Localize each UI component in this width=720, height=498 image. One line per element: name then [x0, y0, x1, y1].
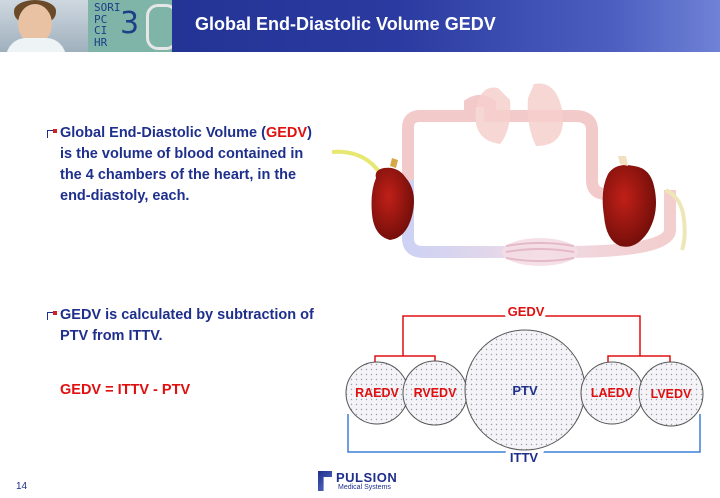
bullet-line: GEDV is calculated by subtraction of: [60, 307, 314, 323]
lvedv-circle: [638, 361, 704, 427]
circulation-illustration: [331, 83, 687, 266]
bullet-line: PTV from ITTV.: [60, 328, 163, 344]
slide-title: Global End-Diastolic Volume GEDV: [195, 14, 496, 34]
monitor-number: 3: [120, 6, 140, 41]
bullet-line: is the volume of blood contained in: [60, 146, 304, 162]
bullet-gedv-definition: Global End-Diastolic Volume (GEDV) is th…: [60, 123, 330, 207]
pulsion-logo-icon: [318, 471, 332, 491]
bullet-gedv-calculation: GEDV is calculated by subtraction of PTV…: [60, 305, 340, 347]
volume-diagram: GEDV ITTV RAEDV RVEDV PTV LAEDV LVEDV: [345, 300, 704, 470]
gedv-highlight: GEDV: [265, 125, 308, 141]
logo-name: PULSION: [336, 470, 398, 485]
bullet-line: Global End-Diastolic Volume (GEDV): [60, 125, 312, 141]
ittv-label: ITTV: [510, 450, 538, 465]
page-number: 14: [16, 481, 28, 492]
header-thumbnail: SORI PC CI HR 3: [0, 0, 172, 52]
ptv-label: PTV: [512, 383, 538, 398]
lvedv-label: LVEDV: [651, 387, 692, 401]
title-bar: SORI PC CI HR 3 Global End-Diastolic Vol…: [0, 0, 720, 52]
pulsion-logo: PULSION Medical Systems: [318, 470, 438, 494]
laedv-label: LAEDV: [591, 386, 634, 400]
bullet-icon: [47, 311, 57, 320]
nurse-image: [0, 0, 88, 52]
logo-subtitle: Medical Systems: [338, 484, 391, 491]
raedv-label: RAEDV: [355, 386, 399, 400]
gedv-formula: GEDV = ITTV - PTV: [60, 382, 191, 398]
monitor-readout: SORI PC CI HR: [94, 1, 121, 49]
monitor-image: SORI PC CI HR 3: [88, 0, 172, 52]
rvedv-label: RVEDV: [414, 386, 458, 400]
gedv-label: GEDV: [508, 304, 545, 319]
bullet-line: end-diastoly, each.: [60, 188, 190, 204]
bullet-line: the 4 chambers of the heart, in the: [60, 167, 297, 183]
bullet-icon: [47, 129, 57, 138]
